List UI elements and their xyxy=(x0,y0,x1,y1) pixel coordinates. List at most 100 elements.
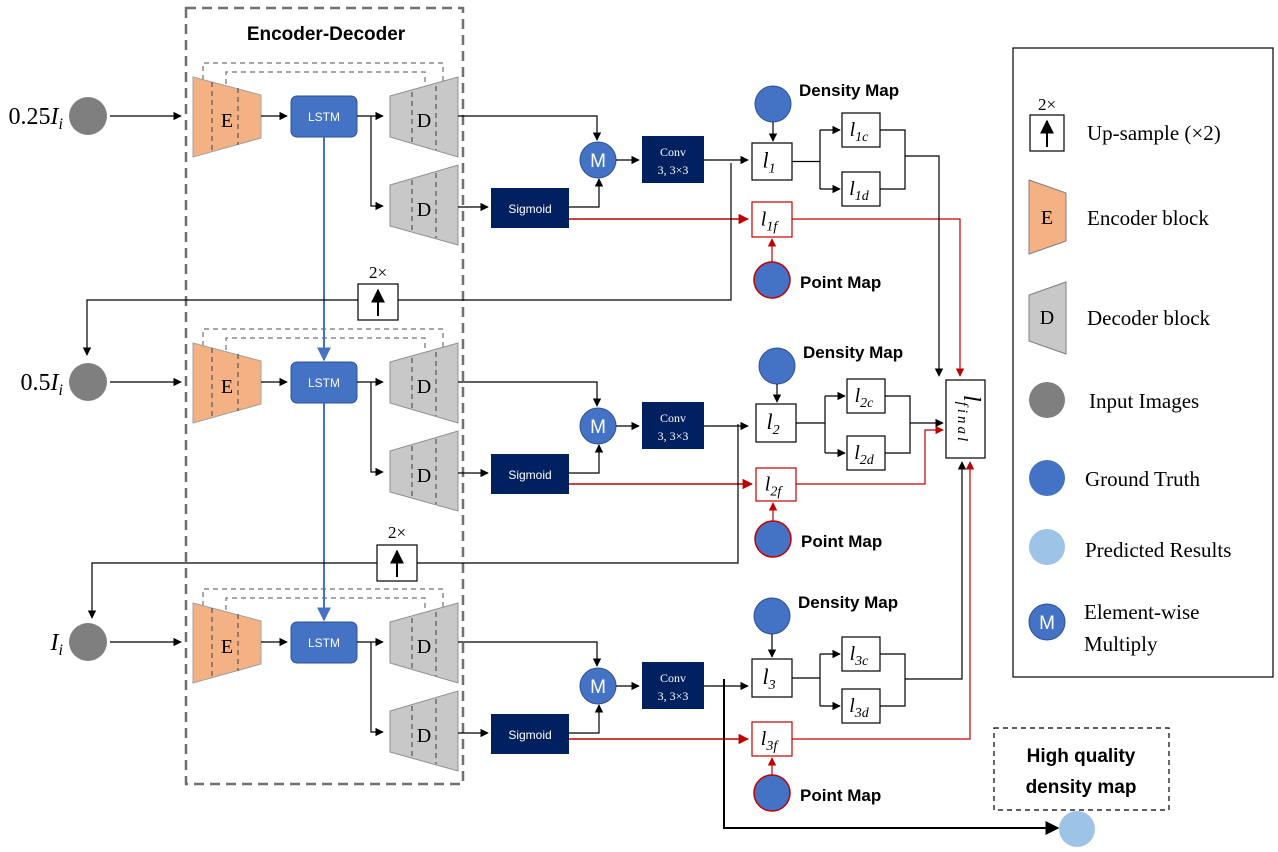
loss-label-2: l2 xyxy=(766,409,779,438)
loss-d-label-2: l2d xyxy=(854,442,875,468)
point-map-label-3: Point Map xyxy=(800,786,881,805)
lstm-label-1: LSTM xyxy=(308,110,340,124)
ground-truth-point-2 xyxy=(754,520,792,558)
lstm-label-3: LSTM xyxy=(308,636,340,650)
legend-encoder-text: Encoder block xyxy=(1087,206,1209,230)
loss-f-label-1: l1f xyxy=(761,209,780,235)
input-label-3: Ii xyxy=(50,630,63,659)
final-output-line xyxy=(723,679,1060,835)
lstm-label-2: LSTM xyxy=(308,376,340,390)
upsample-block-1: 2× xyxy=(357,263,399,321)
ground-truth-density-3 xyxy=(753,597,791,635)
legend-multiply-line1: Element-wise xyxy=(1084,600,1199,624)
density-map-label-1: Density Map xyxy=(799,81,899,100)
density-map-label-2: Density Map xyxy=(803,343,903,362)
skip-inner-1 xyxy=(225,71,426,88)
input-image-3 xyxy=(69,623,107,661)
ground-truth-density-1 xyxy=(754,85,792,123)
decoder-top-letter-1: D xyxy=(417,110,431,132)
conv-block-3 xyxy=(642,662,704,709)
encoder-letter-1: E xyxy=(221,110,233,132)
lstm-branch-2 xyxy=(370,382,384,477)
legend-decoder-icon xyxy=(1028,281,1067,355)
cd-merge-2 xyxy=(885,395,911,454)
ground-truth-point-3 xyxy=(753,774,791,812)
legend-encoder-icon xyxy=(1028,179,1067,255)
legend-upsample-factor: 2× xyxy=(1038,95,1056,114)
encoder-decoder-title: Encoder-Decoder xyxy=(247,24,406,45)
decoder-to-multiply-2 xyxy=(458,381,602,407)
loss-f-box-3 xyxy=(751,721,793,757)
loss-d-box-3 xyxy=(841,688,881,724)
sigmoid-block-1 xyxy=(491,188,569,228)
lf-to-final-1 xyxy=(792,218,965,377)
loss-f-box-1 xyxy=(751,201,793,238)
input-image-2 xyxy=(69,363,107,401)
high-quality-line2: density map xyxy=(1026,777,1137,798)
loss-label-3: l3 xyxy=(762,664,775,693)
cd-merge-3 xyxy=(880,653,906,707)
decoder-block-bottom-1 xyxy=(389,164,459,246)
decoder-bottom-letter-3: D xyxy=(417,725,431,747)
legend-input-images-text: Input Images xyxy=(1089,389,1199,413)
loss-c-box-1 xyxy=(841,112,881,148)
multiply-letter-2: M xyxy=(590,417,606,438)
ground-truth-point-1 xyxy=(753,261,791,299)
conv-block-1 xyxy=(642,136,704,183)
decoder-block-bottom-3 xyxy=(389,690,459,772)
legend: 2× Up-sample (×2) E Encoder block D Deco… xyxy=(1012,47,1274,678)
conv-label-b-3: 3, 3×3 xyxy=(658,689,689,703)
conv-block-2 xyxy=(642,402,704,449)
decoder-to-multiply-3 xyxy=(458,641,602,667)
legend-encoder-letter: E xyxy=(1041,207,1053,229)
sigmoid-block-3 xyxy=(491,714,569,754)
lstm-branch-1 xyxy=(370,116,384,211)
multiply-letter-3: M xyxy=(590,677,606,698)
legend-multiply-line2: Multiply xyxy=(1084,632,1158,656)
ground-truth-density-2 xyxy=(758,347,796,385)
sigmoid-label-2: Sigmoid xyxy=(508,468,551,482)
final-loss-label: lfinal xyxy=(954,395,984,444)
decoder-block-top-3 xyxy=(389,602,459,684)
loss-f-label-2: l2f xyxy=(765,474,784,500)
lstm-branch-3 xyxy=(370,642,384,737)
merge-to-final-3 xyxy=(905,461,967,680)
feedback-line-2b xyxy=(87,562,377,619)
high-quality-box xyxy=(993,727,1170,811)
conv-label-b-2: 3, 3×3 xyxy=(658,429,689,443)
lf-to-final-2 xyxy=(796,425,944,485)
legend-decoder-letter: D xyxy=(1040,307,1054,329)
upsample-block-2: 2× xyxy=(376,523,418,582)
legend-decoder-text: Decoder block xyxy=(1087,306,1211,330)
legend-upsample-text: Up-sample (×2) xyxy=(1087,121,1221,145)
legend-frame xyxy=(1012,47,1274,678)
decoder-top-letter-2: D xyxy=(417,376,431,398)
legend-ground-truth-text: Ground Truth xyxy=(1085,467,1200,491)
final-loss-box xyxy=(945,379,986,459)
density-map-label-3: Density Map xyxy=(798,593,898,612)
loss-d-label-3: l3d xyxy=(849,695,870,721)
loss-label-1: l1 xyxy=(762,148,775,177)
feedback-line-1b xyxy=(82,299,358,356)
loss-c-label-3: l3c xyxy=(850,643,870,669)
encoder-decoder-frame xyxy=(184,6,465,786)
input-label-2: 0.5Ii xyxy=(21,370,63,399)
predicted-result-circle xyxy=(1059,811,1095,847)
skip-outer-1 xyxy=(202,62,444,82)
decoder-bottom-letter-2: D xyxy=(417,465,431,487)
sigmoid-to-multiply-1 xyxy=(569,178,604,208)
sigmoid-label-1: Sigmoid xyxy=(508,202,551,216)
point-map-label-1: Point Map xyxy=(800,273,881,292)
skip-inner-2 xyxy=(225,337,426,354)
conv-label-a-2: Conv xyxy=(660,411,686,425)
encoder-letter-2: E xyxy=(221,376,233,398)
decoder-block-top-1 xyxy=(389,76,459,158)
upsample-label-2: 2× xyxy=(388,523,406,542)
legend-predicted-text: Predicted Results xyxy=(1085,538,1231,562)
loss-d-box-2 xyxy=(846,435,886,471)
high-quality-line1: High quality xyxy=(1027,746,1136,767)
sigmoid-to-multiply-3 xyxy=(569,704,604,734)
decoder-bottom-letter-1: D xyxy=(417,199,431,221)
